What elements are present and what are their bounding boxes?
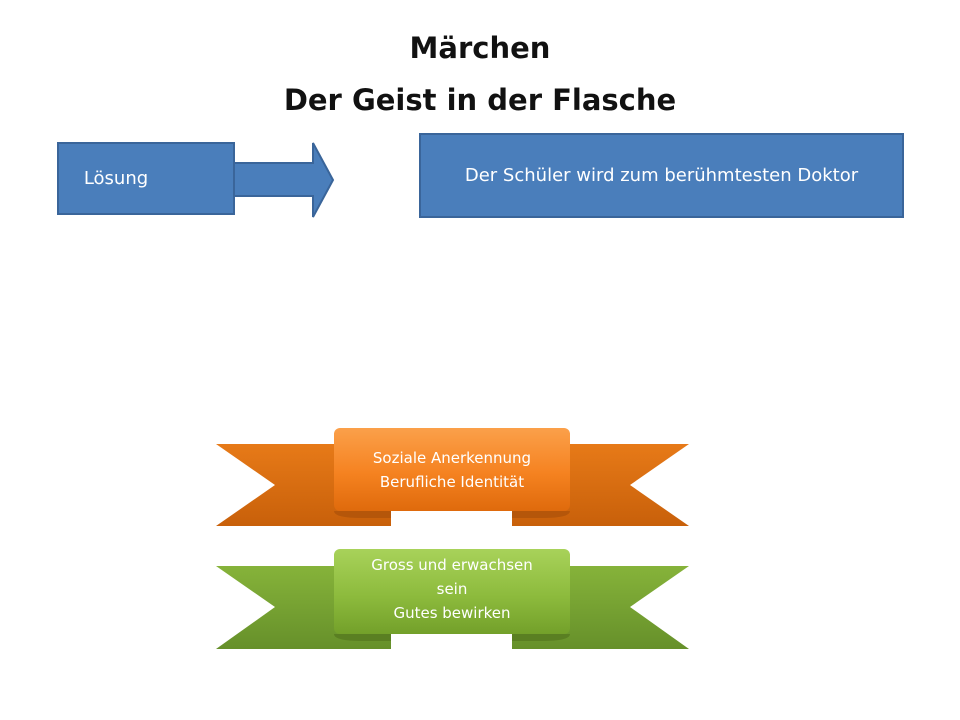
ribbon-top-text: Soziale Anerkennung Berufliche Identität — [334, 446, 570, 494]
arrow-right-icon — [232, 142, 335, 218]
ribbon-bottom-text: Gross und erwachsen sein Gutes bewirken — [334, 553, 570, 625]
result-box: Der Schüler wird zum berühmtesten Doktor — [419, 133, 904, 218]
ribbon-top-line1: Soziale Anerkennung — [372, 449, 532, 467]
ribbon-top — [216, 428, 689, 526]
result-label: Der Schüler wird zum berühmtesten Doktor — [464, 165, 859, 186]
ribbon-top-line2: Berufliche Identität — [379, 473, 525, 491]
solution-label: Lösung — [83, 168, 149, 189]
ribbon-bottom-line1: Gross und erwachsen — [371, 556, 533, 574]
ribbon-bottom — [216, 549, 689, 649]
ribbon-bottom-line3: Gutes bewirken — [393, 604, 511, 622]
diagram-subtitle: Der Geist in der Flasche — [283, 83, 677, 117]
solution-box: Lösung — [57, 142, 235, 215]
ribbon-bottom-line2: sein — [436, 580, 468, 598]
diagram-title: Märchen — [409, 31, 551, 65]
